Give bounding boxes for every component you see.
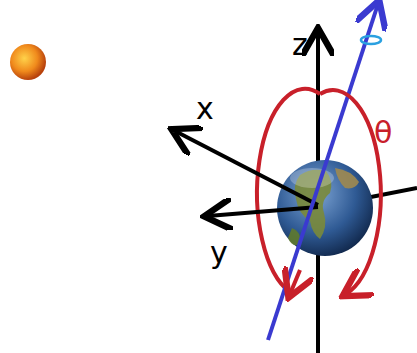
rotation-axis — [268, 4, 378, 340]
rotation-arc — [290, 270, 300, 294]
rotation-arc — [320, 90, 381, 294]
axis-label: z — [292, 30, 308, 60]
y-axis — [208, 207, 318, 216]
axis-label: x — [196, 94, 214, 124]
axis-label: y — [210, 238, 228, 268]
angle-label: θ — [374, 118, 392, 148]
x-axis — [175, 131, 318, 205]
spin-symbol — [361, 36, 381, 44]
sun — [10, 44, 46, 80]
